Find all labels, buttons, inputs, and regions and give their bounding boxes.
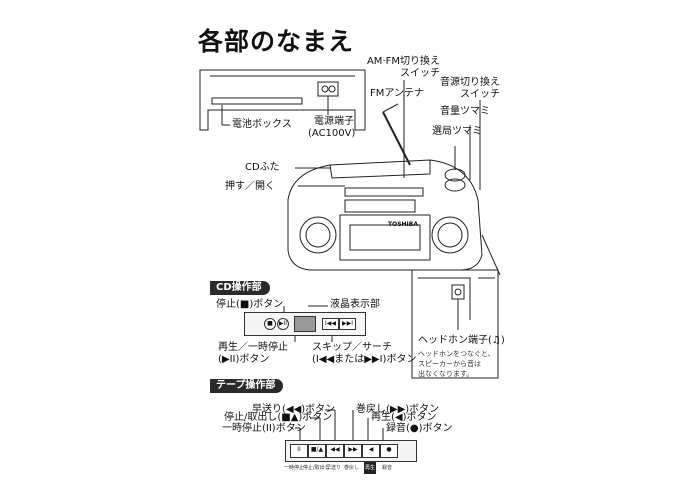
- tuning-knob-label: 選局ツマミ: [432, 126, 482, 137]
- tape-play-label: 再生(◀)ボタン: [371, 412, 437, 423]
- cd-stop-button[interactable]: ■: [264, 318, 276, 330]
- source-switch-label-1: 音源切り換え: [440, 77, 500, 88]
- tape-pause-button[interactable]: II: [290, 444, 308, 458]
- skip-search-label-2: (I◀◀または▶▶I)ボタン: [312, 354, 417, 365]
- tape-caption-pause: 一時停止: [284, 465, 305, 471]
- cd-play-pause-button[interactable]: ▶II: [277, 318, 289, 330]
- fm-antenna-label: FMアンテナ: [370, 88, 424, 99]
- tape-play-button[interactable]: ◀: [362, 444, 380, 458]
- brand-logo: TOSHIBA: [388, 221, 418, 228]
- tape-caption-play: 再生: [364, 462, 377, 474]
- tape-caption-fast-forward: 巻戻し: [344, 465, 360, 471]
- tape-caption-rewind: 早送り: [326, 465, 342, 471]
- power-terminal-label: 電源端子: [314, 116, 354, 127]
- tape-record-label: 録音(●)ボタン: [386, 423, 453, 434]
- tape-fast-forward-button[interactable]: ▶▶: [344, 444, 362, 458]
- headphone-note-2: スピーカーから音は: [418, 360, 481, 368]
- page-title: 各部のなまえ: [198, 27, 355, 56]
- cd-skip-forward-button[interactable]: ▶▶I: [339, 318, 356, 330]
- tape-pause-label: 一時停止(II)ボタン: [222, 423, 306, 434]
- tape-fast-forward-label: 巻戻し(▶▶)ボタン: [356, 404, 440, 415]
- headphone-jack-label: ヘッドホン端子(♫): [418, 335, 505, 346]
- tape-section-header: テープ操作部: [210, 379, 284, 393]
- cd-skip-back-button[interactable]: I◀◀: [322, 318, 339, 330]
- battery-box-label: 電池ボックス: [232, 119, 292, 130]
- am-fm-switch-label-2: スイッチ: [400, 68, 440, 79]
- tape-rewind-label: 早送り(◀◀)ボタン: [252, 404, 336, 415]
- play-pause-label-1: 再生／一時停止: [218, 342, 288, 353]
- tape-caption-record: 録音: [382, 465, 393, 471]
- play-pause-label-2: (▶II)ボタン: [218, 354, 270, 365]
- volume-knob-label: 音量ツマミ: [440, 106, 490, 117]
- headphone-note-3: 出なくなります。: [418, 370, 474, 378]
- push-open-label: 押す／開く: [225, 181, 275, 192]
- am-fm-switch-label-1: AM·FM切り換え: [366, 56, 440, 67]
- tape-caption-stop-eject: 停止/取出し: [303, 465, 330, 471]
- tape-stop-eject-button[interactable]: ■/▲: [308, 444, 326, 458]
- tape-rewind-button[interactable]: ◀◀: [326, 444, 344, 458]
- tape-record-button[interactable]: ●: [380, 444, 398, 458]
- power-terminal-voltage-label: (AC100V): [308, 128, 356, 139]
- headphone-note-1: ヘッドホンをつなぐと、: [418, 350, 495, 358]
- cd-lid-label: CDふた: [245, 162, 280, 173]
- cd-stop-label: 停止(■)ボタン: [216, 299, 284, 310]
- cd-lcd-display: [294, 316, 316, 332]
- cd-section-header: CD操作部: [210, 281, 270, 295]
- lcd-label: 液晶表示部: [330, 299, 380, 310]
- skip-search-label-1: スキップ／サーチ: [312, 342, 392, 353]
- tape-stop-eject-label: 停止/取出し(■▲)ボタン: [224, 412, 333, 423]
- source-switch-label-2: スイッチ: [460, 89, 500, 100]
